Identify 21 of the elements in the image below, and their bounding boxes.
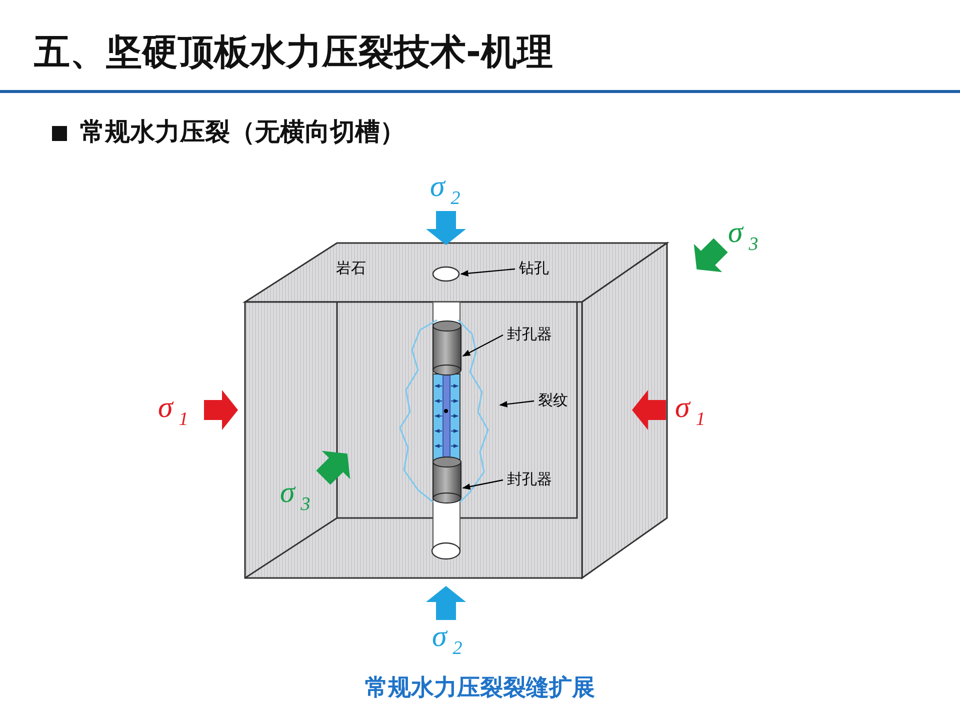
leader-line — [462, 479, 504, 490]
stress-symbol: σ$_{2}$ — [432, 622, 462, 658]
leader-line — [462, 334, 504, 357]
leader-line — [499, 400, 534, 408]
subheading: 常规水力压裂（无横向切槽） — [80, 118, 405, 146]
slide-title: 五、坚硬顶板水力压裂技术-机理 — [34, 31, 553, 75]
stress-symbol: σ$_{1}$ — [158, 393, 188, 429]
stress-symbol: σ$_{3}$ — [280, 478, 310, 514]
leader-line — [460, 268, 516, 277]
packer-cylinder — [432, 320, 462, 376]
stress-symbol: σ$_{3}$ — [728, 218, 758, 254]
figure-caption: 常规水力压裂裂缝扩展 — [364, 674, 596, 703]
part-label: 岩石 — [336, 260, 366, 276]
part-label: 封孔器 — [507, 326, 552, 342]
part-label: 裂纹 — [538, 392, 568, 408]
stress-symbol: σ$_{1}$ — [675, 393, 706, 429]
packer-cylinder — [432, 456, 462, 504]
part-label: 钻孔 — [519, 260, 549, 276]
part-label: 封孔器 — [507, 471, 552, 488]
borehole-opening — [432, 266, 460, 282]
stress-symbol: σ$_{2}$ — [430, 172, 460, 208]
